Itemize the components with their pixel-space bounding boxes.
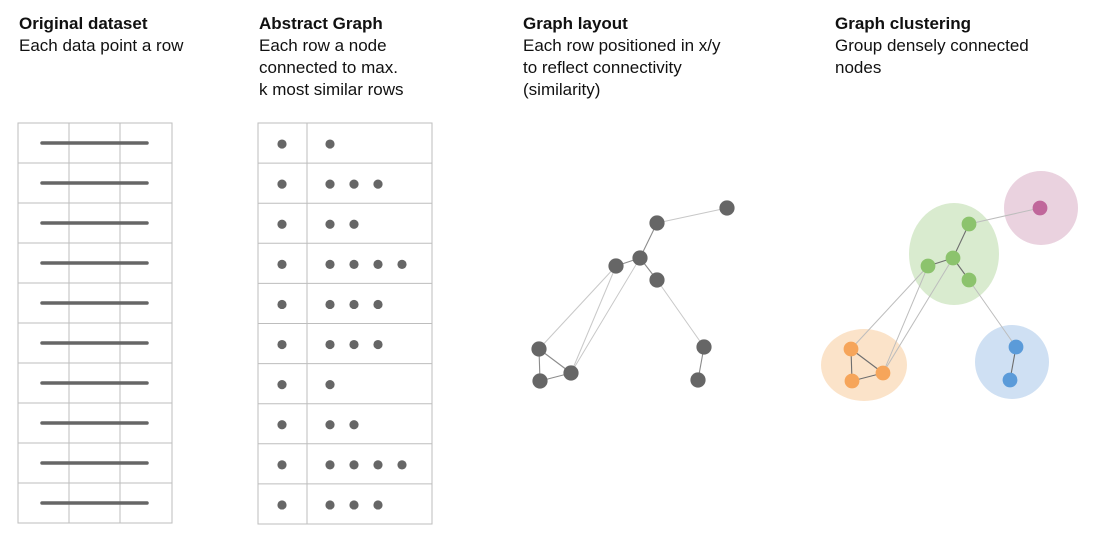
cluster-node-orange xyxy=(875,365,891,381)
neighbor-dot xyxy=(349,460,359,470)
graph-node xyxy=(649,272,665,288)
graph-edge xyxy=(656,279,705,348)
panel-subtitle-line: Group densely connected xyxy=(835,36,1029,55)
row-node-dot xyxy=(277,460,287,470)
cluster-node-blue xyxy=(1008,339,1024,355)
graph-node xyxy=(696,339,712,355)
neighbor-dot xyxy=(325,380,335,390)
neighbor-dot xyxy=(397,259,407,269)
neighbor-dot xyxy=(373,299,383,310)
neighbor-dot xyxy=(325,339,335,350)
neighbor-dot xyxy=(349,179,359,189)
cluster-node-blue xyxy=(1002,372,1018,388)
graph-node xyxy=(632,250,648,266)
neighbor-dot xyxy=(373,339,383,350)
panel-title: Abstract Graph xyxy=(259,14,383,33)
cluster-node-orange xyxy=(844,373,860,389)
graph-edge xyxy=(656,207,728,224)
graph-node xyxy=(719,200,735,216)
abstract-graph-table xyxy=(257,122,433,525)
cluster-orange-region xyxy=(821,329,907,401)
cluster-edge xyxy=(882,265,929,374)
original-dataset-table xyxy=(17,122,173,524)
cluster-node-green xyxy=(961,216,977,232)
panel-graph-layout-header: Graph layout Each row positioned in x/y … xyxy=(523,13,763,101)
panel-subtitle-line: Each row positioned in x/y xyxy=(523,36,721,55)
neighbor-dot xyxy=(325,500,335,510)
neighbor-dot xyxy=(349,259,359,269)
row-node-dot xyxy=(277,259,287,269)
graph-node xyxy=(690,372,706,388)
graph-clustering-drawing xyxy=(821,171,1078,401)
graph-edge xyxy=(538,265,617,350)
neighbor-dot xyxy=(325,420,335,430)
cluster-node-green xyxy=(961,272,977,288)
row-node-dot xyxy=(277,299,287,310)
graph-node xyxy=(531,341,547,357)
neighbor-dot xyxy=(325,179,335,189)
panel-subtitle-line: nodes xyxy=(835,58,882,77)
neighbor-dot xyxy=(349,420,359,430)
neighbor-dot xyxy=(325,139,335,149)
cluster-node-green xyxy=(920,258,936,274)
panel-subtitle-line: k most similar rows xyxy=(259,80,404,99)
neighbor-dot xyxy=(349,500,359,510)
cluster-edge xyxy=(882,257,954,374)
panel-title: Graph clustering xyxy=(835,14,972,33)
graph-node xyxy=(608,258,624,274)
panel-abstract-graph-header: Abstract Graph Each row a node connected… xyxy=(259,13,479,101)
neighbor-dot xyxy=(349,219,359,229)
panel-subtitle-line: (similarity) xyxy=(523,80,601,99)
row-node-dot xyxy=(277,179,287,189)
neighbor-dot xyxy=(325,299,335,310)
row-node-dot xyxy=(277,420,287,430)
neighbor-dot xyxy=(373,259,383,269)
panel-subtitle-line: to reflect connectivity xyxy=(523,58,682,77)
panel-title: Graph layout xyxy=(523,14,628,33)
neighbor-dot xyxy=(397,460,407,470)
panel-subtitle-line: Each data point a row xyxy=(19,36,184,55)
panel-title: Original dataset xyxy=(19,14,148,33)
cluster-edge xyxy=(968,207,1041,225)
row-node-dot xyxy=(277,339,287,350)
row-node-dot xyxy=(277,139,287,149)
graph-node xyxy=(649,215,665,231)
panel-subtitle-line: Each row a node xyxy=(259,36,387,55)
graph-node xyxy=(532,373,548,389)
neighbor-dot xyxy=(349,299,359,310)
neighbor-dot xyxy=(325,259,335,269)
row-node-dot xyxy=(277,219,287,229)
neighbor-dot xyxy=(373,460,383,470)
graph-layout-drawing xyxy=(531,200,735,389)
panel-graph-clustering-header: Graph clustering Group densely connected… xyxy=(835,13,1095,79)
neighbor-dot xyxy=(325,219,335,229)
row-node-dot xyxy=(277,380,287,390)
row-node-dot xyxy=(277,500,287,510)
cluster-node-green xyxy=(945,250,961,266)
neighbor-dot xyxy=(325,460,335,470)
neighbor-dot xyxy=(349,339,359,350)
graph-edge xyxy=(570,265,617,374)
cluster-edge xyxy=(850,265,929,350)
cluster-blue-region xyxy=(975,325,1049,399)
panel-original-dataset-header: Original dataset Each data point a row xyxy=(19,13,239,57)
panel-subtitle-line: connected to max. xyxy=(259,58,398,77)
cluster-edge xyxy=(968,279,1017,348)
neighbor-dot xyxy=(373,500,383,510)
graph-edge xyxy=(570,257,641,374)
cluster-node-pink xyxy=(1032,200,1048,216)
neighbor-dot xyxy=(373,179,383,189)
cluster-node-orange xyxy=(843,341,859,357)
graph-node xyxy=(563,365,579,381)
